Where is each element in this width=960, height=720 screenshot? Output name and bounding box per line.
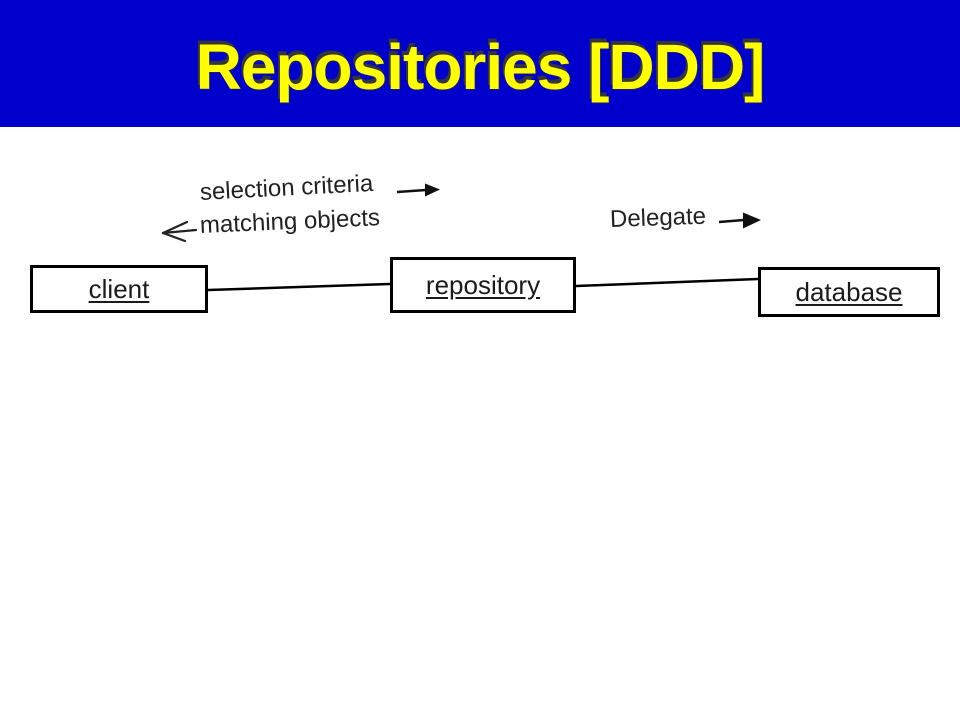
selection-criteria-right-arrow-icon: [396, 183, 440, 197]
page-title: Repositories [DDD]: [195, 30, 766, 103]
delegate-label: Delegate: [609, 202, 707, 233]
matching-objects-left-arrow-icon: [161, 220, 198, 243]
delegate-right-arrow-icon: [718, 212, 761, 229]
repository-node-box: repository: [390, 257, 576, 313]
repository-database-connector-line: [575, 277, 759, 288]
repository-node-label: repository: [425, 269, 541, 300]
client-node-label: client: [88, 273, 150, 304]
client-node-box: client: [30, 265, 208, 313]
database-node-label: database: [795, 276, 903, 307]
database-node-box: database: [758, 267, 940, 317]
title-band: Repositories [DDD]: [0, 0, 960, 127]
client-repository-connector-line: [207, 282, 391, 292]
